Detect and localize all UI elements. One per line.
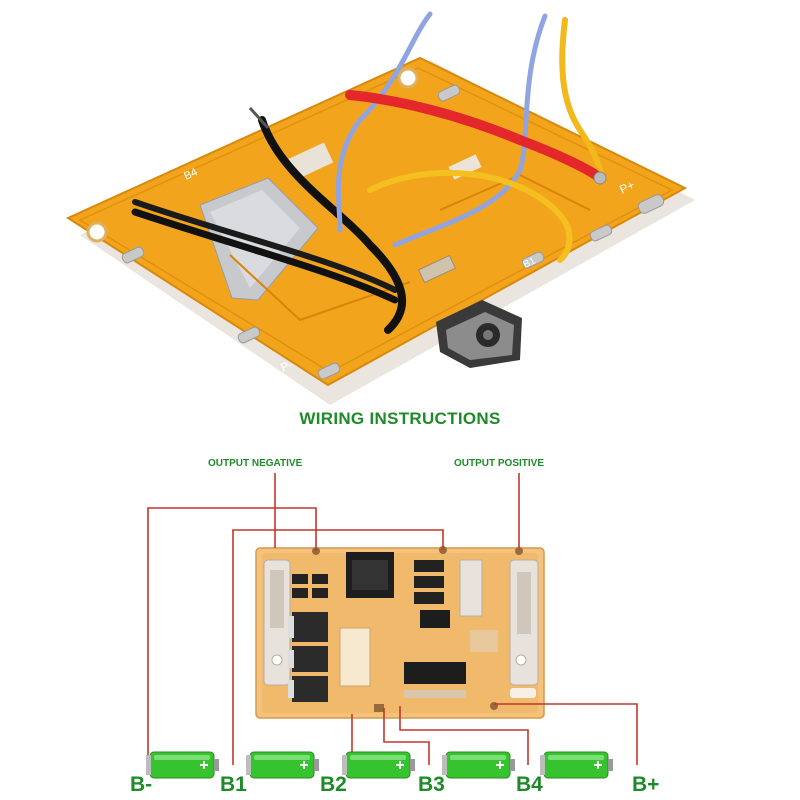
output-positive-label: OUTPUT POSITIVE	[454, 458, 545, 469]
wire-black-1	[131, 208, 399, 304]
silkscreen-b4: B4	[182, 166, 199, 183]
silkscreen-p-plus: P+	[617, 178, 637, 197]
battery-cell	[146, 751, 219, 779]
battery-cell	[246, 751, 319, 779]
battery-cells	[146, 751, 613, 779]
bms-board-diagram	[255, 546, 545, 719]
terminal-b1: B1	[220, 773, 247, 796]
bms-board-photo: B4 P+ P- B1	[65, 11, 695, 405]
output-negative-label: OUTPUT NEGATIVE	[208, 458, 303, 469]
terminal-b2: B2	[320, 773, 347, 796]
wire-yellow-2	[367, 169, 573, 263]
silkscreen-b1: B1	[522, 255, 538, 270]
wire-blue-2	[392, 13, 548, 248]
wire-black-2	[132, 199, 398, 293]
wiring-lines	[147, 473, 638, 765]
terminal-b-minus: B-	[130, 773, 153, 796]
terminal-b3: B3	[418, 773, 445, 796]
terminal-b-plus: B+	[632, 773, 660, 796]
battery-cell	[342, 751, 415, 779]
wiring-instructions-heading: WIRING INSTRUCTIONS	[299, 409, 501, 428]
battery-cell	[442, 751, 515, 779]
wire-black-3	[258, 116, 407, 334]
wire-blue-1	[335, 11, 433, 233]
wire-red	[345, 90, 605, 183]
silkscreen-p-minus: P-	[278, 357, 295, 375]
terminal-b4: B4	[516, 773, 543, 796]
battery-cell	[540, 751, 613, 779]
